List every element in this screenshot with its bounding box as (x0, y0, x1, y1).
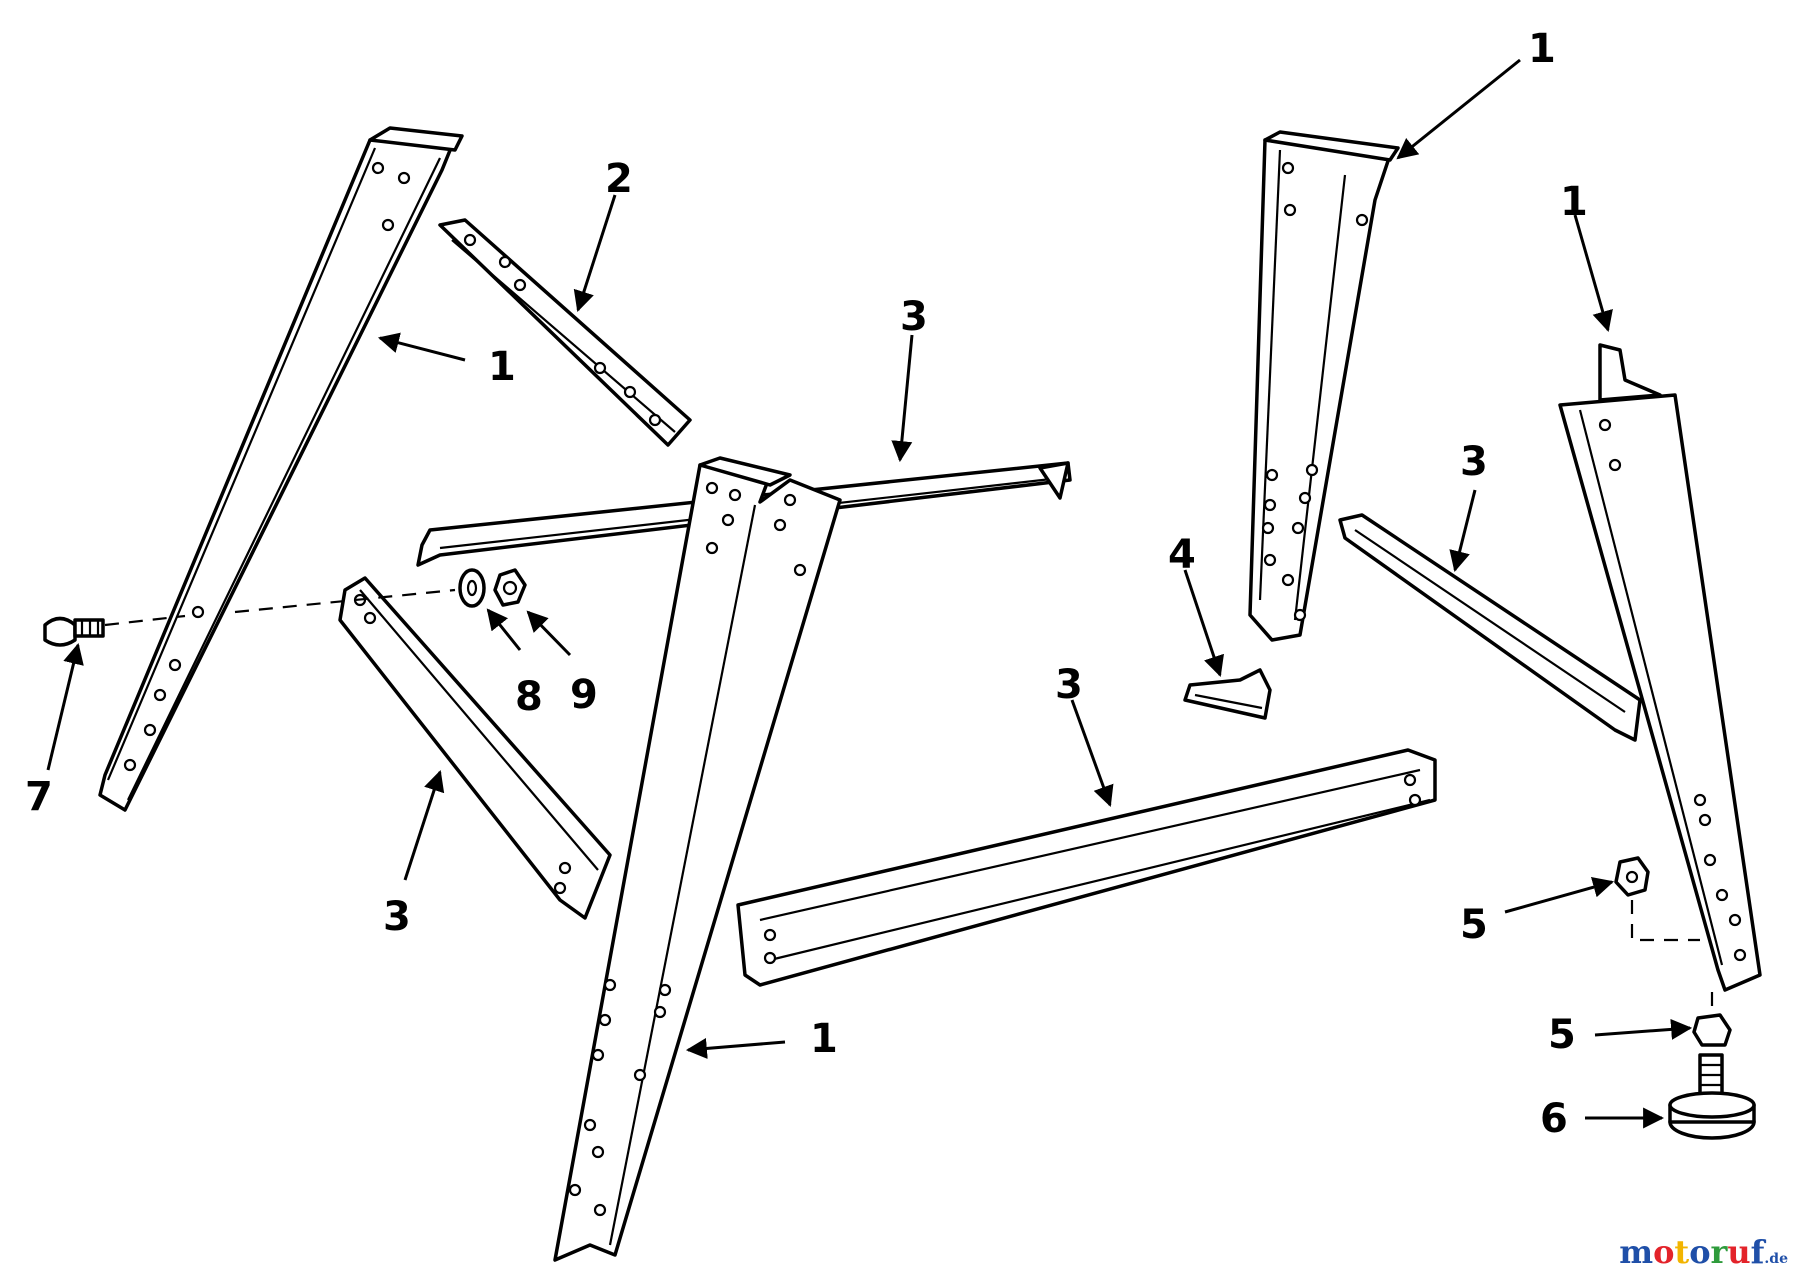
callout-stiffener-top: 2 (605, 156, 633, 202)
callout-stiffener-front: 3 (1055, 662, 1083, 708)
stiffener-top (438, 218, 692, 447)
hex-nut (493, 568, 527, 607)
callout-leveling-foot: 6 (1540, 1096, 1568, 1142)
callout-leg-front: 1 (810, 1016, 838, 1062)
leg-right-back (1248, 130, 1400, 642)
stiffener-right (1338, 513, 1642, 742)
callout-nut-upper: 5 (1460, 902, 1488, 948)
stiffener-front (736, 748, 1437, 987)
leg-right-front (1558, 343, 1762, 992)
callout-stiffener-right: 3 (1460, 439, 1488, 485)
callout-stiffener-middle: 3 (900, 294, 928, 340)
callout-leg-left-back: 1 (488, 344, 516, 390)
callout-leg-right-back: 1 (1528, 26, 1556, 72)
watermark-letter: o (1653, 1233, 1675, 1271)
callout-hex-nut: 9 (570, 672, 598, 718)
nut-upper (1614, 856, 1650, 897)
watermark-letter: r (1710, 1233, 1728, 1271)
carriage-bolt (43, 616, 105, 647)
callout-carriage-bolt: 7 (25, 774, 53, 820)
leveling-foot (1668, 1053, 1756, 1140)
watermark-letter: f (1750, 1233, 1765, 1271)
watermark-letter: m (1619, 1233, 1654, 1271)
callout-lockwasher: 8 (515, 674, 543, 720)
watermark-tld: .de (1764, 1251, 1788, 1267)
lockwasher (458, 568, 486, 608)
stiffener-left-lower (338, 576, 612, 920)
watermark-letter: t (1674, 1233, 1690, 1271)
leg-front (553, 456, 842, 1262)
callout-leg-right-front: 1 (1560, 179, 1588, 225)
callout-stiffener-left-lower: 3 (383, 894, 411, 940)
watermark-letter: u (1727, 1233, 1751, 1271)
watermark-letter: o (1689, 1233, 1711, 1271)
callout-foot-pad: 4 (1168, 532, 1196, 578)
watermark-brand: motoruf (1619, 1233, 1764, 1271)
leg-left-back (98, 126, 464, 812)
watermark-logo: motoruf.de (1619, 1233, 1788, 1271)
nut-lower (1692, 1013, 1732, 1047)
callout-nut-lower: 5 (1548, 1012, 1576, 1058)
foot-pad (1183, 668, 1272, 720)
